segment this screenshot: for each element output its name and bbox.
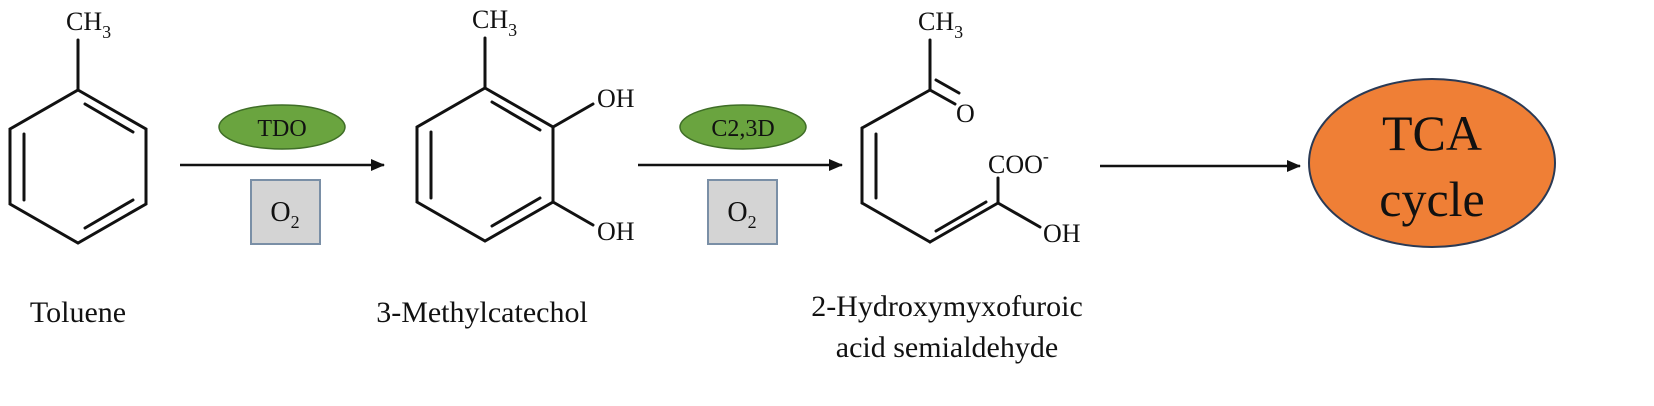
semialdehyde-carbonyl-bond-b — [934, 78, 961, 95]
methylcatechol-structure — [415, 36, 595, 243]
semialdehyde-bond-c2-c3 — [860, 88, 932, 130]
enzyme-badge-tdo — [218, 104, 346, 150]
tca-cycle-label-line1: TCA — [1382, 105, 1482, 161]
semialdehyde-bond-c4-c5 — [860, 201, 932, 244]
enzyme-badge-c23d — [679, 104, 807, 150]
semialdehyde-bond-c5-c6 — [928, 201, 1000, 244]
semialdehyde-oxygen-label: O — [956, 99, 975, 128]
enzyme-label-tdo: TDO — [257, 116, 306, 142]
cofactor-box-o2-1 — [250, 179, 321, 245]
methylcatechol-oh-top-label: OH — [597, 84, 635, 113]
semialdehyde-name-line2: acid semialdehyde — [836, 331, 1058, 364]
semialdehyde-carbonyl-bond-a — [928, 88, 957, 106]
methylcatechol-double-bond-1 — [490, 100, 542, 132]
methylcatechol-double-bond-2 — [490, 196, 542, 228]
semialdehyde-name-line1: 2-Hydroxymyxofuroic — [811, 290, 1083, 323]
toluene-name: Toluene — [30, 296, 126, 329]
methylcatechol-methyl-label: CH3 — [472, 5, 517, 40]
semialdehyde-carboxylate-label: COO- — [988, 146, 1049, 179]
toluene-methyl-label: CH3 — [66, 7, 111, 42]
semialdehyde-oh-bond — [996, 201, 1042, 229]
methylcatechol-name: 3-Methylcatechol — [376, 296, 588, 329]
toluene-ring — [8, 88, 148, 245]
methylcatechol-oh-bottom-label: OH — [597, 217, 635, 246]
toluene-structure — [8, 38, 148, 245]
semialdehyde-methyl-label: CH3 — [918, 7, 963, 42]
enzyme-label-c23d: C2,3D — [711, 116, 774, 142]
cofactor-label-o2-1: O2 — [270, 197, 299, 232]
toluene-double-bond-1 — [83, 102, 135, 134]
cofactor-box-o2-2 — [707, 179, 778, 245]
tca-cycle-node — [1308, 78, 1556, 248]
toluene-double-bond-2 — [83, 198, 135, 230]
methylcatechol-ring — [415, 86, 555, 243]
semialdehyde-double-bond-c5-c6 — [934, 200, 988, 233]
tca-cycle-label-line2: cycle — [1379, 171, 1484, 227]
methylcatechol-oh-top-bond — [551, 102, 595, 129]
semialdehyde-structure — [860, 38, 1042, 244]
semialdehyde-oh-label: OH — [1043, 219, 1081, 248]
methylcatechol-oh-bottom-bond — [551, 200, 595, 227]
cofactor-label-o2-2: O2 — [727, 197, 756, 232]
